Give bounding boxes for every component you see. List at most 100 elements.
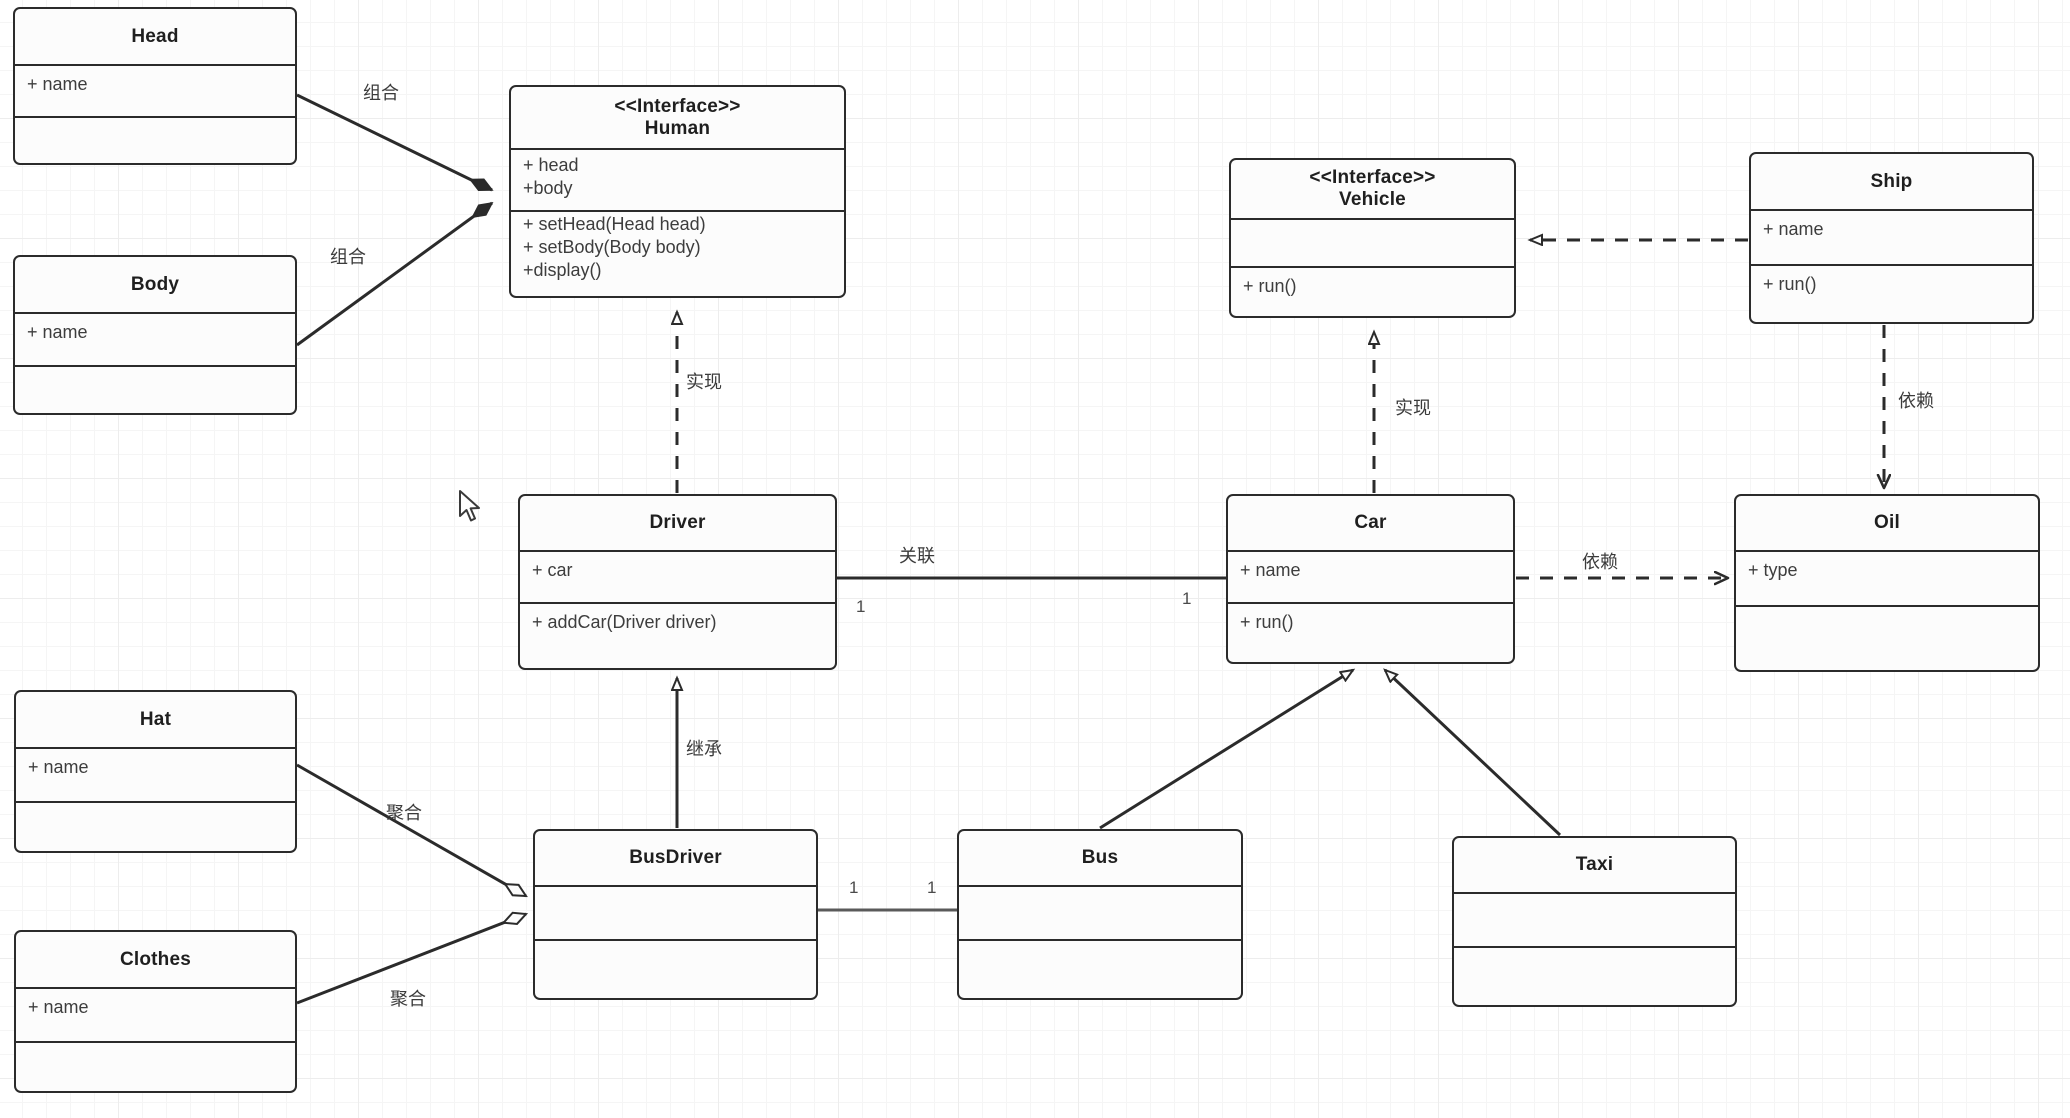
edge-bus-car — [1099, 670, 1353, 830]
class-box-hat[interactable]: Hat + name — [14, 690, 297, 853]
method: + addCar(Driver driver) — [532, 612, 717, 632]
class-attributes-car: + name — [1228, 550, 1513, 602]
attribute: + name — [1240, 560, 1301, 580]
edge-taxi-car — [1385, 670, 1562, 837]
multiplicity-busdriver-bus-source: 1 — [849, 878, 859, 897]
attribute: + name — [28, 997, 89, 1017]
class-attributes-busdriver — [535, 885, 816, 939]
edge-label-body-human: 组合 — [330, 247, 366, 267]
class-name-busdriver: BusDriver — [629, 847, 722, 869]
method: + run() — [1243, 276, 1297, 296]
class-attributes-vehicle — [1231, 218, 1514, 266]
class-methods-bus — [959, 939, 1241, 998]
edge-label-ship-oil: 依赖 — [1898, 391, 1934, 411]
multiplicity-driver-car-source: 1 — [856, 597, 866, 616]
class-box-car[interactable]: Car + name + run() — [1226, 494, 1515, 664]
attribute: + name — [27, 322, 88, 342]
class-name-car: Car — [1354, 512, 1387, 534]
method: + setBody(Body body) — [523, 237, 701, 258]
class-box-taxi[interactable]: Taxi — [1452, 836, 1737, 1007]
class-name-bus: Bus — [1081, 847, 1119, 869]
attribute: +body — [523, 178, 573, 199]
edge-label-driver-car: 关联 — [899, 546, 935, 566]
edge-label-car-oil: 依赖 — [1582, 552, 1618, 572]
class-title-driver: Driver — [520, 496, 835, 550]
method: + run() — [1240, 612, 1294, 632]
class-methods-driver: + addCar(Driver driver) — [520, 602, 835, 668]
method: + setHead(Head head) — [523, 214, 706, 234]
class-attributes-taxi — [1454, 892, 1735, 946]
class-name-ship: Ship — [1870, 170, 1913, 192]
class-name-clothes: Clothes — [119, 948, 192, 970]
class-methods-car: + run() — [1228, 602, 1513, 662]
class-name-vehicle: Vehicle — [1339, 189, 1406, 210]
edge-body-human — [296, 201, 494, 347]
class-title-taxi: Taxi — [1454, 838, 1735, 892]
edge-label-clothes-busdriver: 聚合 — [390, 989, 426, 1009]
edge-label-busdriver-driver: 继承 — [686, 739, 722, 759]
class-methods-vehicle: + run() — [1231, 266, 1514, 316]
edge-label-car-vehicle: 实现 — [1395, 398, 1431, 418]
method: + run() — [1763, 274, 1817, 294]
class-title-hat: Hat — [16, 692, 295, 747]
multiplicity-driver-car-target: 1 — [1182, 589, 1192, 608]
class-box-ship[interactable]: Ship + name + run() — [1749, 152, 2034, 324]
edge-label-hat-busdriver: 聚合 — [386, 803, 422, 823]
edge-head-human — [296, 93, 494, 192]
class-name-taxi: Taxi — [1575, 854, 1614, 876]
class-title-body: Body — [15, 257, 295, 312]
class-box-human[interactable]: <<Interface>> Human + head +body + setHe… — [509, 85, 846, 298]
class-box-bus[interactable]: Bus — [957, 829, 1243, 1000]
class-attributes-driver: + car — [520, 550, 835, 602]
class-attributes-body: + name — [15, 312, 295, 365]
attribute: + name — [27, 74, 88, 94]
attribute: + head — [523, 155, 579, 175]
class-stereotype-vehicle: <<Interface>> — [1309, 167, 1436, 189]
class-methods-clothes — [16, 1041, 295, 1091]
edge-label-head-human: 组合 — [363, 83, 399, 103]
class-stereotype-human: <<Interface>> — [614, 95, 741, 117]
class-title-head: Head — [15, 9, 295, 64]
class-name-driver: Driver — [649, 512, 706, 534]
class-title-busdriver: BusDriver — [535, 831, 816, 885]
class-methods-taxi — [1454, 946, 1735, 1005]
edge-label-driver-human: 实现 — [686, 372, 722, 392]
class-title-car: Car — [1228, 496, 1513, 550]
class-box-oil[interactable]: Oil + type — [1734, 494, 2040, 672]
multiplicity-busdriver-bus-target: 1 — [927, 878, 937, 897]
class-box-body[interactable]: Body + name — [13, 255, 297, 415]
class-methods-ship: + run() — [1751, 264, 2032, 322]
class-attributes-hat: + name — [16, 747, 295, 801]
class-methods-head — [15, 116, 295, 163]
class-box-head[interactable]: Head + name — [13, 7, 297, 165]
class-name-oil: Oil — [1874, 512, 1900, 534]
class-title-vehicle: <<Interface>> Vehicle — [1231, 160, 1514, 218]
class-methods-human: + setHead(Head head) + setBody(Body body… — [511, 210, 844, 296]
class-methods-hat — [16, 801, 295, 851]
class-methods-oil — [1736, 605, 2038, 670]
attribute: + type — [1748, 560, 1798, 580]
class-box-busdriver[interactable]: BusDriver — [533, 829, 818, 1000]
class-name-hat: Hat — [139, 708, 172, 730]
class-title-human: <<Interface>> Human — [511, 87, 844, 148]
attribute: + name — [1763, 219, 1824, 239]
class-title-ship: Ship — [1751, 154, 2032, 209]
class-box-clothes[interactable]: Clothes + name — [14, 930, 297, 1093]
class-name-human: Human — [644, 117, 711, 139]
class-title-oil: Oil — [1736, 496, 2038, 550]
class-methods-busdriver — [535, 939, 816, 998]
attribute: + car — [532, 560, 573, 580]
class-methods-body — [15, 365, 295, 413]
class-title-clothes: Clothes — [16, 932, 295, 987]
class-name-body: Body — [130, 273, 180, 295]
class-box-driver[interactable]: Driver + car + addCar(Driver driver) — [518, 494, 837, 670]
class-box-vehicle[interactable]: <<Interface>> Vehicle + run() — [1229, 158, 1516, 318]
method: +display() — [523, 260, 602, 281]
attribute: + name — [28, 757, 89, 777]
class-attributes-bus — [959, 885, 1241, 939]
class-name-head: Head — [131, 25, 179, 47]
class-title-bus: Bus — [959, 831, 1241, 885]
class-attributes-human: + head +body — [511, 148, 844, 210]
class-attributes-clothes: + name — [16, 987, 295, 1041]
